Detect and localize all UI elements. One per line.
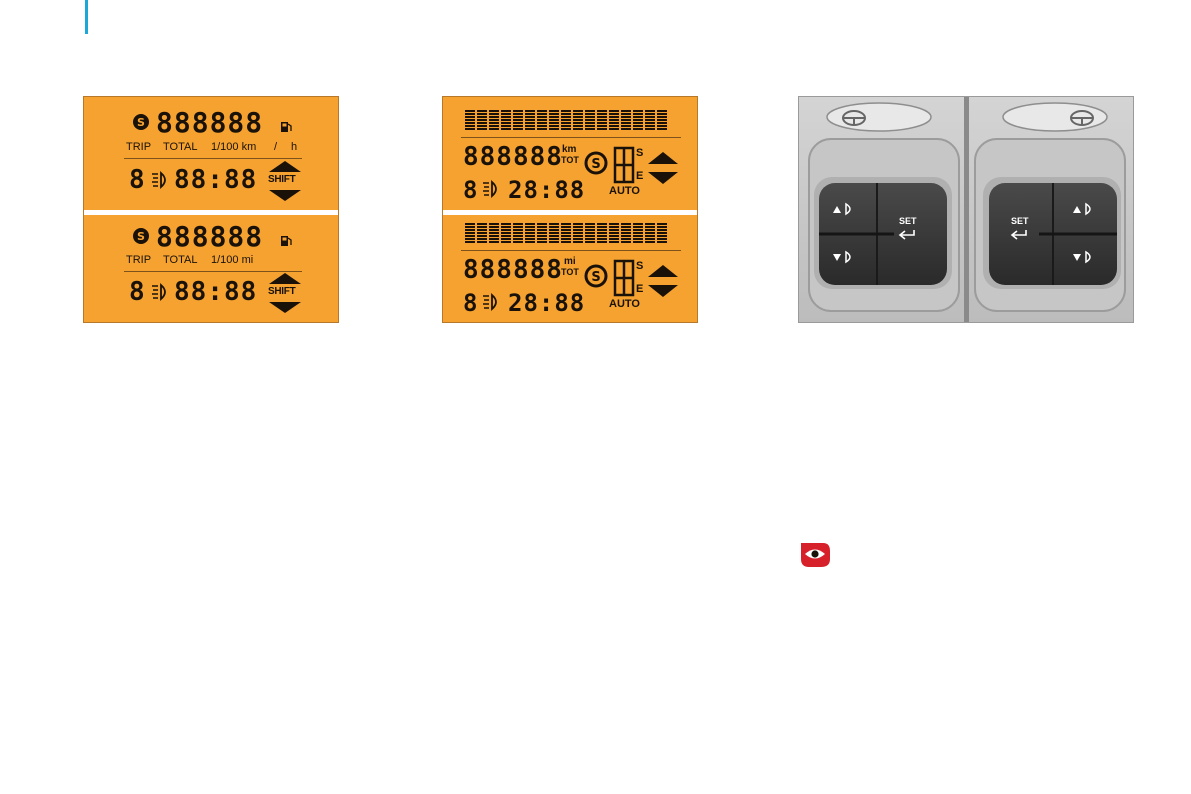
headlamp-up-icon: [1073, 202, 1091, 216]
divider-line: [124, 271, 302, 272]
lcd-separator: [443, 210, 697, 215]
divider-line: [461, 250, 681, 251]
odometer-digits: 888888: [463, 255, 563, 285]
stop-start-icon: S: [584, 264, 608, 288]
headlamp-beam-icon: [483, 293, 497, 311]
return-arrow-icon: [898, 230, 915, 240]
headlamp-beam-icon: [483, 180, 497, 198]
gear-digit: 8: [129, 165, 146, 195]
shift-label: SHIFT: [268, 174, 296, 185]
consumption-unit-label: 1/100 km: [211, 141, 257, 153]
lcd-panel-mi: S 888888 TRIP TOTAL 1/100 mi 8 88:88 SHI…: [84, 215, 338, 322]
gear-selector-icon: [613, 146, 635, 184]
headlamp-beam-icon: [152, 171, 166, 189]
dot-matrix-text-area: [465, 223, 667, 244]
dashboard-switches-photo: SET SET: [798, 96, 1134, 323]
page-margin-marker: [85, 0, 88, 34]
odometer-digits: 888888: [156, 106, 264, 139]
headlamp-down-icon: [833, 250, 851, 264]
clock-display: 88:88: [174, 277, 258, 307]
trip-label: TRIP: [126, 254, 152, 266]
lcd-panel-km: S 888888 TRIP TOTAL 1/100 km / h 8 88:88…: [84, 97, 338, 212]
shift-arrows-icon: [648, 152, 678, 184]
gear-selector-icon: [613, 259, 635, 297]
steering-wheel-icon: [842, 110, 866, 126]
shift-arrows-icon: [648, 265, 678, 297]
total-abbrev-label: TOT: [561, 267, 579, 277]
headlamp-beam-icon: [152, 283, 166, 301]
clock-display: 28:88: [508, 176, 586, 204]
headlamp-up-icon: [833, 202, 851, 216]
steering-wheel-icon: [1070, 110, 1094, 126]
clock-display: 88:88: [174, 165, 258, 195]
lcd-panel-mi: 888888 mi TOT S S E 8 28:88 AUTO: [443, 215, 697, 322]
return-arrow-icon: [1010, 230, 1027, 240]
slash-label: /: [274, 141, 278, 153]
gear-mode-e: E: [636, 283, 644, 295]
shift-arrows-icon: [269, 161, 301, 201]
headlamp-down-icon: [1073, 250, 1091, 264]
set-label: SET: [899, 216, 917, 226]
svg-text:S: S: [591, 270, 600, 285]
total-label: TOTAL: [163, 254, 198, 266]
odometer-digits: 888888: [156, 220, 264, 253]
total-label: TOTAL: [163, 141, 198, 153]
gear-mode-s: S: [636, 147, 644, 159]
gear-digit: 8: [129, 277, 146, 307]
auto-mode-label: AUTO: [609, 185, 640, 197]
fuel-pump-icon: [281, 236, 292, 246]
lcd-separator: [84, 210, 338, 215]
svg-text:S: S: [137, 230, 145, 243]
stop-start-icon: S: [584, 151, 608, 175]
eye-icon: [801, 543, 830, 567]
gear-mode-e: E: [636, 170, 644, 182]
shift-label: SHIFT: [268, 286, 296, 297]
shift-arrows-icon: [269, 273, 301, 313]
gear-mode-s: S: [636, 260, 644, 272]
lcd-display-automatic: 888888 km TOT S S E 8 28:88 AUTO 888888 …: [442, 96, 698, 323]
lcd-panel-km: 888888 km TOT S S E 8 28:88 AUTO: [443, 97, 697, 212]
divider-line: [461, 137, 681, 138]
distance-unit-label: mi: [564, 256, 576, 267]
set-label: SET: [1011, 216, 1029, 226]
lcd-display-manual: S 888888 TRIP TOTAL 1/100 km / h 8 88:88…: [83, 96, 339, 323]
svg-text:S: S: [591, 157, 600, 172]
auto-mode-label: AUTO: [609, 298, 640, 310]
divider-line: [124, 158, 302, 159]
gear-digit: 8: [463, 176, 479, 204]
odometer-digits: 888888: [463, 142, 563, 172]
stop-start-icon: S: [133, 114, 149, 130]
stop-start-icon: S: [133, 228, 149, 244]
total-abbrev-label: TOT: [561, 155, 579, 165]
dot-matrix-text-area: [465, 110, 667, 131]
distance-unit-label: km: [562, 144, 577, 155]
gear-digit: 8: [463, 289, 479, 317]
svg-text:S: S: [137, 116, 145, 129]
trip-label: TRIP: [126, 141, 152, 153]
consumption-unit-label: 1/100 mi: [211, 254, 254, 266]
clock-display: 28:88: [508, 289, 586, 317]
hours-label: h: [291, 141, 298, 153]
fuel-pump-icon: [281, 122, 292, 132]
